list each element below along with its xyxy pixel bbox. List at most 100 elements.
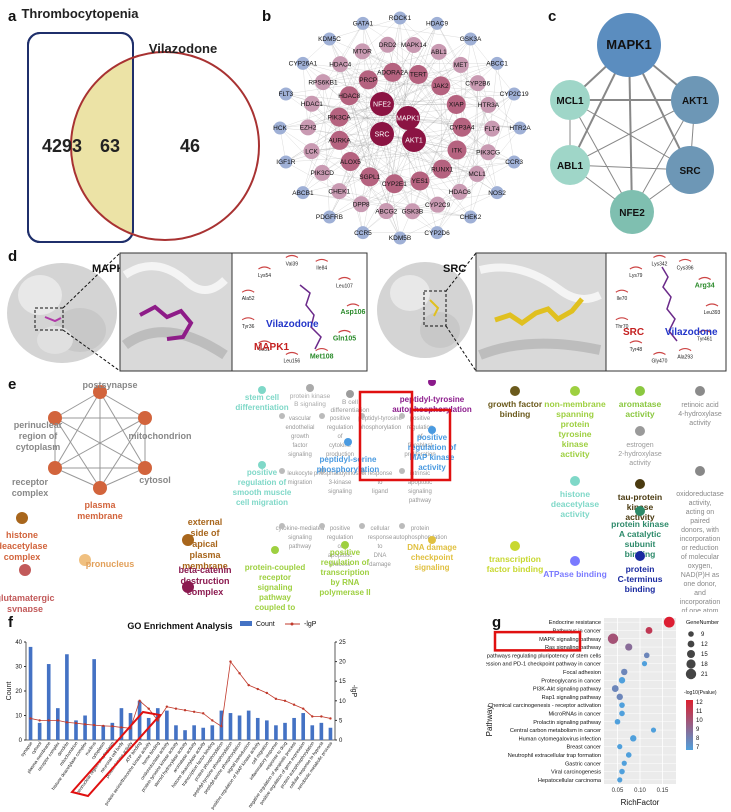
ppi-edge: [322, 23, 438, 83]
bp-bg-label: migration: [288, 480, 313, 486]
kegg-bubble: [619, 768, 625, 775]
ppi-hub-node: [370, 122, 394, 146]
mf-node: [570, 476, 580, 486]
ppi-edge: [470, 83, 478, 217]
ppi-node: [432, 159, 452, 179]
residue-label: Ala293: [677, 355, 693, 361]
mf-node: [695, 386, 705, 396]
kegg-bubble: [619, 702, 625, 708]
ppi-node-label: ROCK1: [389, 15, 412, 22]
ppi-node-label: IGF1R: [276, 159, 295, 166]
bp-term-label: positive: [417, 433, 448, 442]
ppi-edge: [436, 104, 489, 233]
go-y-tick-label: 20: [15, 689, 22, 695]
ppi-node: [384, 174, 404, 194]
ppi-edge: [339, 140, 478, 175]
residue-label: Arg34: [695, 283, 715, 290]
bp-term-label: stem cell: [245, 393, 279, 402]
bp-term-label-line: coupled to: [255, 603, 296, 612]
ppi-edge: [285, 161, 362, 205]
ppi-node-label: ITK: [452, 147, 463, 154]
ppi-edge: [418, 74, 458, 151]
kegg-pathway-label: Proteoglycans in cancer: [541, 678, 601, 684]
residue-label: Tyr461: [697, 336, 713, 342]
residue-arc: [678, 347, 692, 352]
mf-node: [570, 386, 580, 396]
ppi-node-label: KDM5C: [318, 36, 341, 43]
mf-term-label-line: deacetylase: [551, 499, 599, 509]
kegg-pathway-label: Signaling pathways regulating pluripoten…: [486, 653, 601, 659]
ppi-node: [429, 196, 446, 213]
panel-label-a: a: [8, 8, 17, 25]
kegg-color-legend-title: -log10(Pvalue): [684, 690, 717, 696]
mf-node: [635, 386, 645, 396]
kegg-pathway-label: MAPK signaling pathway: [539, 637, 601, 643]
kegg-size-legend-label: 12: [701, 642, 708, 648]
ppi-edge: [418, 74, 478, 174]
bp-bg-label: growth: [291, 434, 309, 440]
cc-node: [16, 512, 28, 524]
bp-term-label-line: checkpoint: [411, 553, 454, 562]
src-ligand-2d: [661, 266, 678, 342]
bp-term-label-line: receptor: [259, 573, 291, 582]
cc-term-label: pronucleus: [86, 559, 135, 569]
bp-term-label-line: differentiation: [331, 407, 370, 414]
venn-right-set: [70, 51, 260, 241]
kegg-color-legend-label: 9: [696, 727, 700, 733]
mf-term-label: tau-protein: [618, 492, 662, 502]
ppi-edge: [285, 149, 458, 163]
mf-term-label-line: factor binding: [487, 564, 544, 574]
ppi-edge: [412, 211, 471, 218]
ppi-edge: [407, 117, 493, 129]
bp-term-label-line: by RNA: [331, 578, 360, 587]
ppi-node: [507, 155, 521, 169]
kegg-bubble: [643, 652, 650, 659]
residue-arc: [629, 340, 643, 344]
bp-bg-label: process: [329, 562, 350, 568]
ppi-node: [322, 32, 336, 46]
bp-term-label-line: B signaling: [294, 401, 326, 408]
ppi-node-label: MAPK14: [401, 42, 427, 49]
ppi-edge: [496, 63, 515, 163]
go-bar: [283, 722, 287, 740]
ppi-node-label: ABCC1: [486, 61, 508, 68]
cc-term-label-line: deacetylase: [0, 541, 48, 551]
ppi-node: [273, 121, 287, 135]
ppi-edge: [412, 104, 457, 212]
mf-term-label: protein kinase: [611, 519, 669, 529]
cc-term-label-line: membrane: [77, 511, 123, 521]
residue-label: Tyr36: [242, 324, 255, 330]
ppi-hub-node: [402, 128, 426, 152]
ppi-node-label: CYP2B6: [465, 80, 490, 87]
ppi-node-label: ALOX5: [340, 159, 361, 166]
ppi-node-label: ABCG2: [375, 208, 397, 215]
bp-bg-label: production: [326, 452, 354, 458]
go-bar: [246, 710, 251, 740]
kegg-bubble: [617, 744, 623, 750]
kegg-pathway-label: Central carbon metabolism in cancer: [510, 728, 601, 734]
mf-term-label-line: activity: [560, 449, 590, 459]
mf-term-label-line: and: [694, 590, 706, 597]
ppi-edge: [322, 82, 330, 217]
ppi-node: [314, 164, 331, 181]
cc-node: [79, 554, 91, 566]
ppi-node-label: CHEK2: [460, 214, 482, 221]
mf-term-label-line: donors, with: [681, 527, 719, 534]
ppi-edge: [407, 51, 439, 119]
ppi-node: [490, 56, 504, 70]
ppi-edge: [437, 161, 515, 205]
bp-term-label: positive: [330, 548, 361, 557]
ppi-node: [322, 210, 336, 224]
bp-term-label-line: transcription: [321, 568, 370, 577]
bp-node: [344, 438, 352, 446]
go-bar: [292, 717, 296, 740]
ppi-node-label: HTR3A: [478, 102, 500, 109]
ppi-edge: [279, 127, 323, 174]
ppi-edge: [350, 161, 387, 212]
mf-node: [510, 541, 520, 551]
ppi-node-label: AURKA: [328, 138, 351, 145]
cc-term-label-line: complex: [12, 488, 49, 498]
go-bar: [65, 654, 69, 740]
mapk1-ligand: [139, 304, 194, 341]
